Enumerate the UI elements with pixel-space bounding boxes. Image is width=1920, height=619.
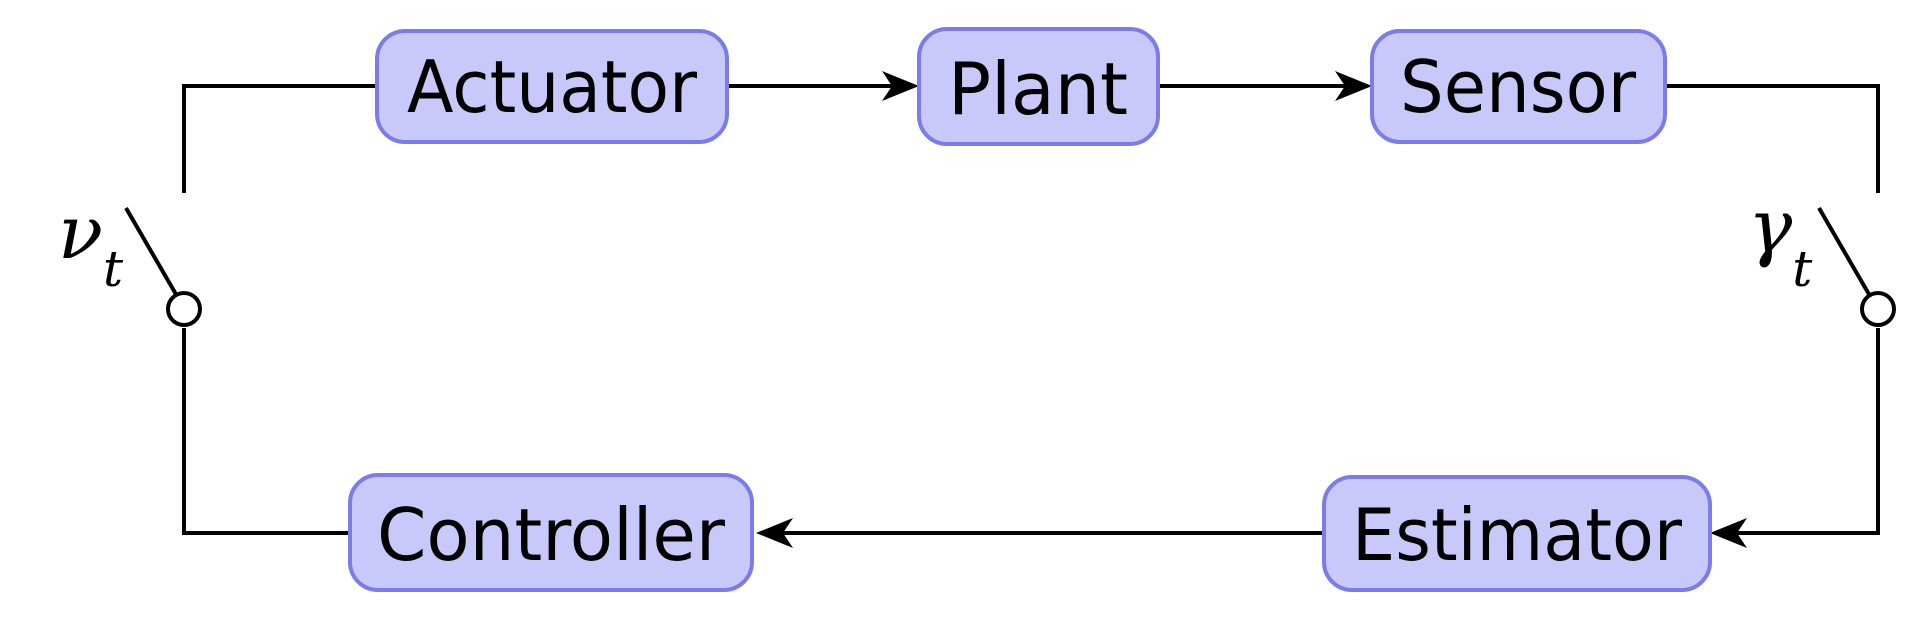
estimator-block-box xyxy=(1322,475,1712,592)
sensor-block[interactable]: Sensor xyxy=(1370,29,1667,144)
plant-block[interactable]: Plant xyxy=(917,27,1160,146)
right-switch xyxy=(1817,206,1896,327)
right-switch-node xyxy=(1860,291,1896,327)
controller-label: Controller xyxy=(377,493,725,577)
wire-controller-to-left-switch xyxy=(182,328,350,535)
arrowheads xyxy=(756,71,1747,548)
actuator-block[interactable]: Actuator xyxy=(375,29,729,144)
left-switch-symbol: ν xyxy=(58,190,103,276)
estimator-label: Estimator xyxy=(1352,493,1682,577)
arrowhead-into-plant xyxy=(882,71,919,101)
controller-block[interactable]: Controller xyxy=(348,473,754,592)
right-switch-symbol: γ xyxy=(1748,184,1793,270)
left-switch xyxy=(124,206,202,327)
arrowhead-into-controller xyxy=(756,518,793,548)
wire-sensor-to-right-switch xyxy=(1665,84,1880,193)
sensor-block-box xyxy=(1370,29,1667,144)
plant-block-box xyxy=(917,27,1160,146)
actuator-label: Actuator xyxy=(407,45,697,129)
actuator-block-box xyxy=(375,29,729,144)
sensor-label: Sensor xyxy=(1400,45,1636,129)
wires xyxy=(182,84,1880,535)
left-switch-node xyxy=(166,291,202,327)
left-switch-label: νt xyxy=(58,190,124,298)
wire-right-switch-to-estimator xyxy=(1722,328,1880,535)
wire-left-switch-to-actuator xyxy=(182,84,377,193)
plant-label: Plant xyxy=(948,47,1128,131)
left-switch-blade xyxy=(124,206,179,298)
estimator-block[interactable]: Estimator xyxy=(1322,475,1712,592)
right-switch-blade xyxy=(1817,206,1872,298)
controller-block-box xyxy=(348,473,754,592)
arrowhead-into-estimator xyxy=(1710,518,1747,548)
left-switch-subscript: t xyxy=(103,240,124,298)
right-switch-label: γt xyxy=(1748,184,1813,298)
right-switch-subscript: t xyxy=(1792,240,1813,298)
arrowhead-into-sensor xyxy=(1335,71,1372,101)
